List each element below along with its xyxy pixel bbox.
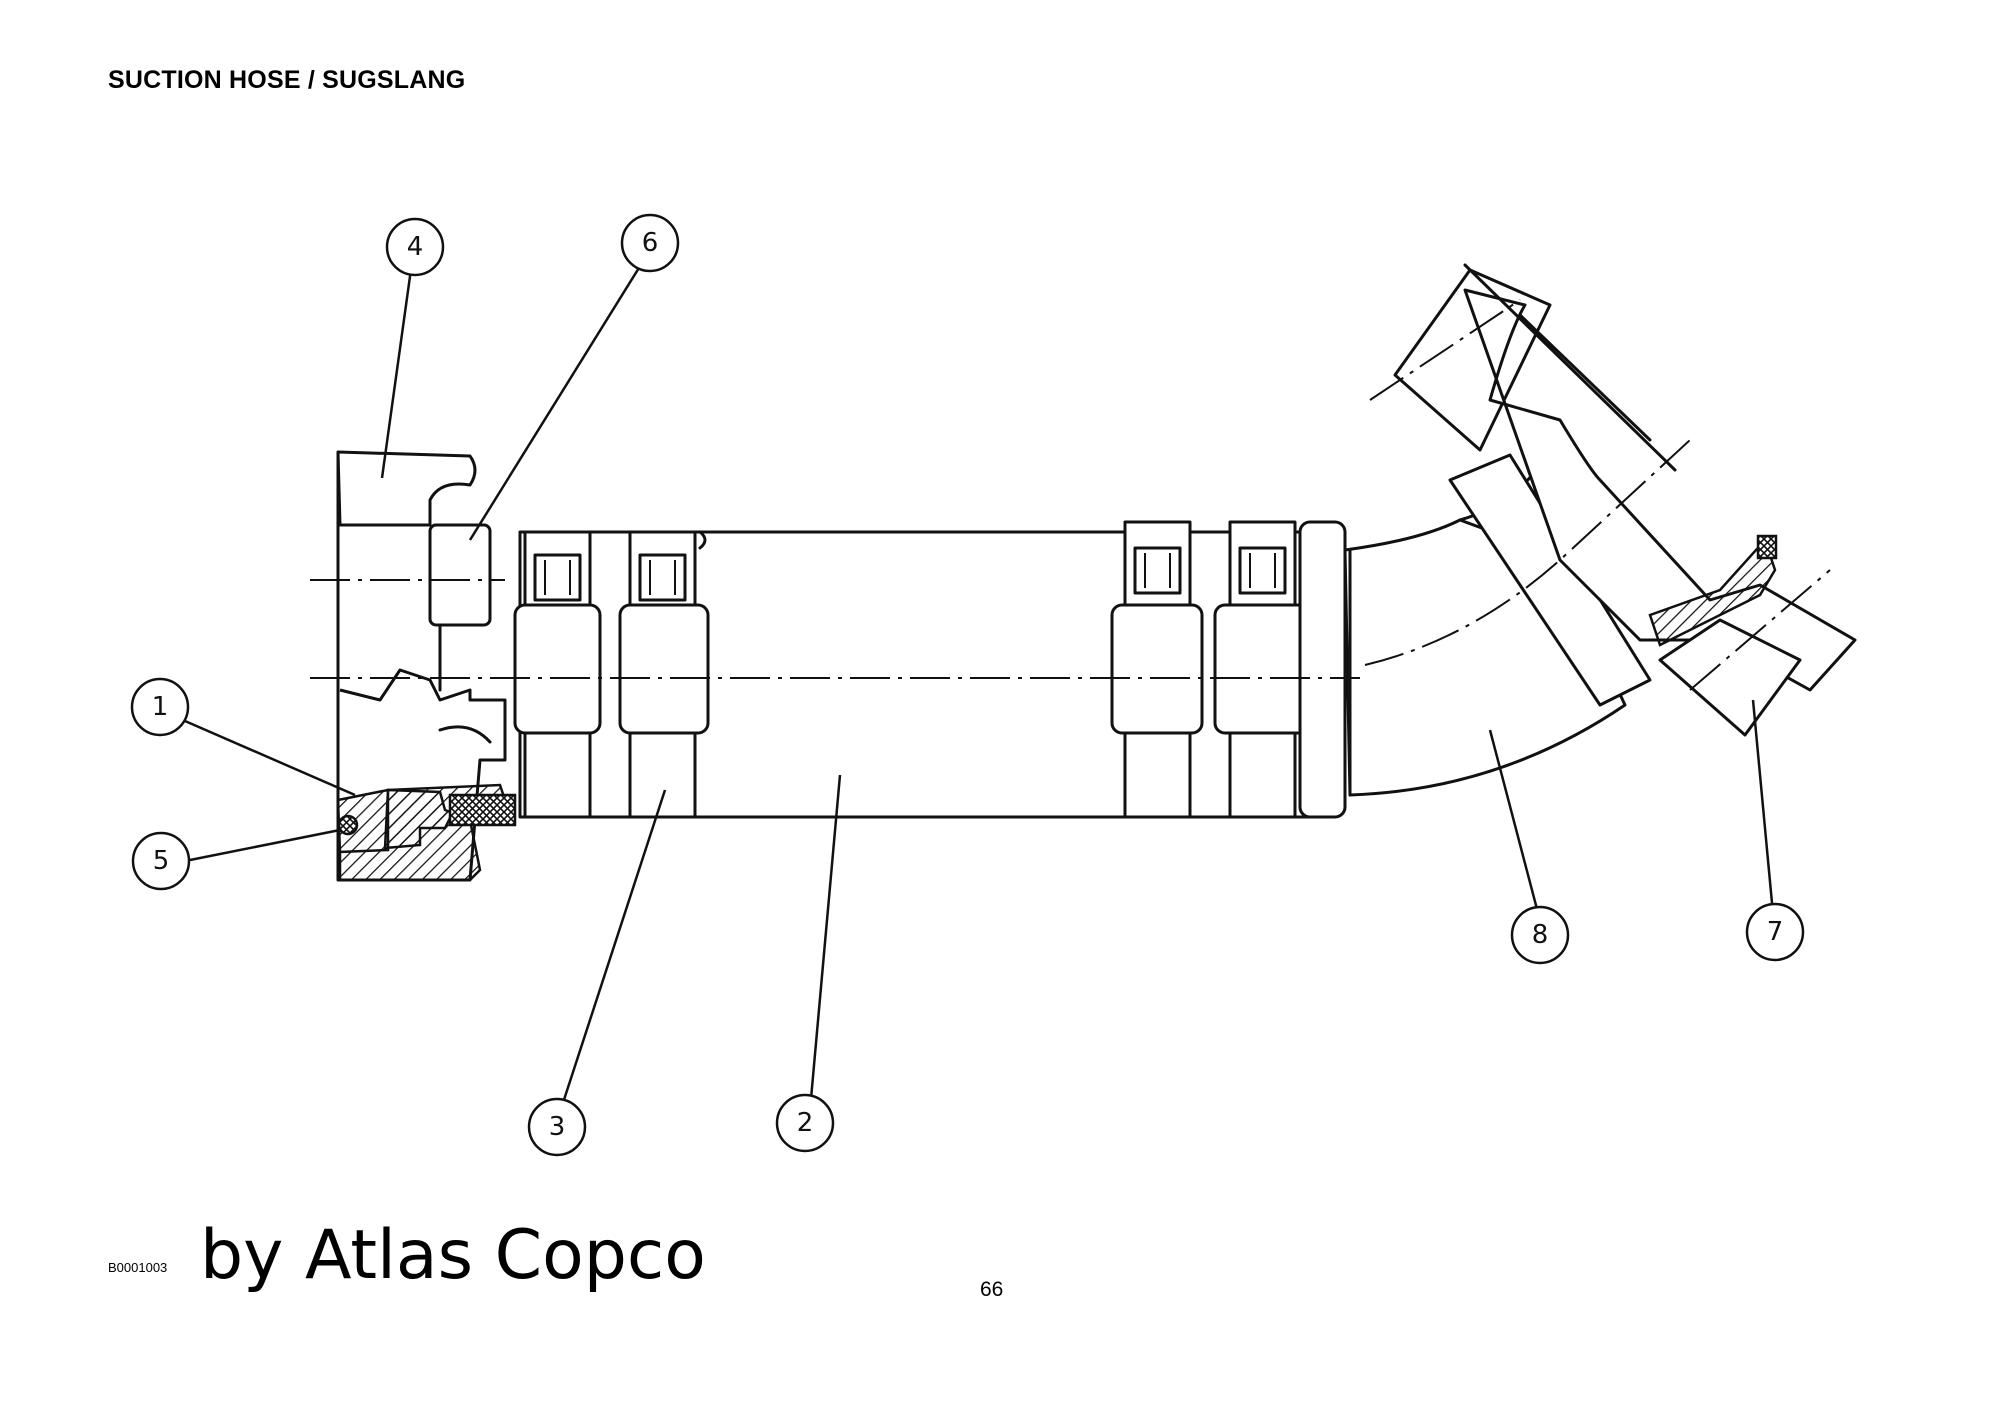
callout-2: 2 (775, 1093, 835, 1153)
page-number: 66 (980, 1278, 1004, 1301)
callout-5: 5 (131, 831, 191, 891)
flange-section-hatch (1648, 537, 1777, 647)
drawing-code: B0001003 (108, 1260, 168, 1275)
hose-clamp-right-outer (1213, 520, 1312, 819)
svg-text:5: 5 (153, 846, 170, 876)
callout-4: 4 (385, 217, 445, 277)
svg-text:2: 2 (797, 1108, 814, 1138)
gasket (448, 793, 517, 827)
callout-1: 1 (130, 677, 190, 737)
svg-text:4: 4 (407, 232, 424, 262)
flange-seal (1756, 534, 1778, 560)
o-ring-seal (337, 814, 359, 836)
svg-text:7: 7 (1767, 917, 1784, 947)
svg-text:1: 1 (152, 692, 169, 722)
hose-clamp-left-inner (618, 530, 710, 819)
svg-text:3: 3 (549, 1112, 566, 1142)
page-title: SUCTION HOSE / SUGSLANG (108, 66, 466, 94)
svg-text:6: 6 (642, 228, 659, 258)
watermark-text: by Atlas Copco (200, 1216, 706, 1295)
hose-clamp-right-inner (1110, 520, 1204, 819)
hose-clamp-left-outer (513, 530, 602, 819)
coupling-body (336, 450, 507, 882)
callout-6: 6 (620, 213, 680, 273)
hose-collar (1298, 520, 1347, 819)
callout-3: 3 (527, 1097, 587, 1157)
callout-7: 7 (1745, 902, 1805, 962)
callout-8: 8 (1510, 905, 1570, 965)
svg-text:8: 8 (1532, 920, 1549, 950)
